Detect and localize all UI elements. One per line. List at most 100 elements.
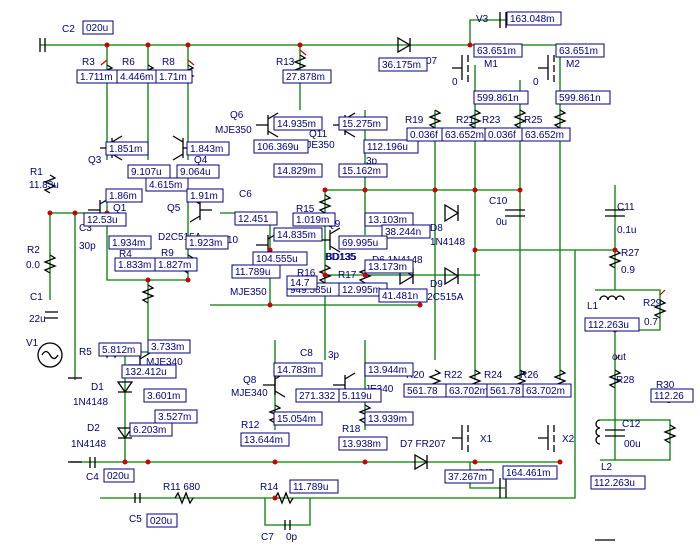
svg-text:13.644m: 13.644m: [244, 435, 283, 446]
diode-d9: [444, 266, 460, 286]
meter-r25: 63.652m: [521, 127, 571, 142]
label-q6: Q6: [230, 110, 244, 121]
svg-text:37.267m: 37.267m: [448, 472, 487, 483]
meter-q6b: 106.369u: [253, 139, 309, 154]
svg-text:13.944m: 13.944m: [368, 365, 407, 376]
junction-dot: [272, 495, 278, 501]
transistor-q8: [263, 372, 286, 398]
label-r21: R21: [456, 115, 475, 126]
label-d4t: 07: [426, 56, 438, 67]
label-c12v: 00u: [624, 439, 641, 450]
label-r29: R29: [643, 298, 662, 309]
label-r17: R17: [338, 270, 357, 281]
meter-q12c: 13.939m: [364, 411, 414, 426]
junction-dot: [472, 459, 478, 465]
label-r27v: 0.9: [621, 265, 635, 276]
label-q1: Q1: [113, 203, 127, 214]
svg-text:36.175m: 36.175m: [382, 60, 421, 71]
label-r30: R30: [656, 380, 675, 391]
label-q8t: MJE340: [231, 388, 268, 399]
junction-dot: [557, 459, 563, 465]
svg-text:9.107u: 9.107u: [131, 167, 162, 178]
meter-m2b: 599.861n: [555, 90, 611, 105]
meter-r12: 13.644m: [240, 432, 290, 447]
svg-text:163.048m: 163.048m: [510, 14, 554, 25]
feedback-wire: [100, 250, 576, 499]
meter-q8c: 15.054m: [273, 411, 323, 426]
capacitor-c1: [45, 311, 58, 319]
label-m2: M2: [566, 59, 580, 70]
label-c2: C2: [62, 24, 75, 35]
svg-text:112.263u: 112.263u: [588, 320, 629, 331]
label-q5: Q5: [167, 203, 181, 214]
label-q10: 10: [227, 235, 239, 246]
transistor-q1: [88, 197, 111, 223]
label-q7bd: BD135: [325, 252, 356, 263]
meter-q7a: 3.733m: [147, 339, 191, 354]
svg-text:69.995u: 69.995u: [342, 238, 378, 249]
label-d9t: D2C515A: [420, 292, 464, 303]
junction-dot: [362, 187, 368, 193]
mosfet-x2: [538, 425, 555, 452]
junction-dot: [47, 210, 53, 216]
junction-dot: [417, 302, 423, 308]
junction-dot: [472, 247, 478, 253]
label-r16: R16: [297, 268, 316, 279]
meter-r13: 27.878m: [282, 69, 332, 84]
label-c10v: 0u: [496, 217, 507, 228]
junction-dot: [272, 459, 278, 465]
label-q11t: MJE350: [298, 140, 335, 151]
svg-text:5.812m: 5.812m: [102, 345, 135, 356]
arrow-icons-right: [614, 289, 666, 361]
label-c7: C7: [261, 532, 274, 543]
svg-text:020u: 020u: [150, 516, 172, 527]
diode-d8: [444, 203, 460, 223]
label-r20: R20: [406, 370, 425, 381]
meter-r20: 561.78: [403, 383, 447, 398]
label-c3v: 30p: [79, 241, 96, 252]
label-r19: R19: [405, 115, 424, 126]
junction-dot: [185, 42, 191, 48]
svg-text:3.527m: 3.527m: [158, 412, 191, 423]
label-r27: R27: [621, 248, 640, 259]
meter-r6: 4.446m: [116, 69, 160, 84]
label-c5: C5: [129, 514, 142, 525]
svg-text:63.651m: 63.651m: [477, 46, 516, 57]
svg-text:38.244n: 38.244n: [385, 227, 421, 238]
meter-m2a: 63.651m: [555, 43, 605, 58]
measurement-arrows: [100, 49, 666, 361]
svg-text:14.783m: 14.783m: [277, 365, 316, 376]
junction-dot: [322, 187, 328, 193]
battery-v2: [499, 478, 507, 498]
meter-v3: 163.048m: [506, 11, 562, 26]
svg-text:1.833m: 1.833m: [118, 260, 151, 271]
meter-r9: 1.827m: [154, 257, 198, 272]
transistor-q6: [256, 112, 279, 138]
svg-text:13.938m: 13.938m: [342, 439, 381, 450]
label-r4: R4: [119, 249, 132, 260]
label-r29v: 0.7: [644, 317, 658, 328]
label-out: out: [612, 352, 626, 363]
capacitor-c10: [505, 209, 525, 217]
label-r25: R25: [524, 115, 543, 126]
svg-text:1.934m: 1.934m: [112, 238, 145, 249]
svg-text:112.26: 112.26: [654, 391, 684, 402]
meter-q3b: 9.107u: [127, 164, 171, 179]
resistor-r25: [553, 109, 567, 129]
junction-dot: [185, 277, 191, 283]
svg-text:1.923m: 1.923m: [189, 238, 222, 249]
meter-r4: 1.833m: [114, 257, 158, 272]
label-v3: V3: [476, 14, 489, 25]
label-c8: C8: [300, 348, 313, 359]
label-c10: C10: [489, 196, 508, 207]
svg-text:164.461m: 164.461m: [506, 468, 550, 479]
resistor-r15: [318, 194, 332, 214]
label-q3: Q3: [88, 155, 102, 166]
meter-q12b: 5.119u: [338, 388, 382, 403]
meter-r8: 1.71m: [155, 69, 193, 84]
meter-q4c: 1.91m: [186, 188, 224, 203]
meter-q4b: 9.064u: [176, 164, 220, 179]
label-l2: L2: [601, 462, 613, 473]
svg-text:3.601m: 3.601m: [147, 391, 180, 402]
resistor-r2: [43, 254, 57, 274]
